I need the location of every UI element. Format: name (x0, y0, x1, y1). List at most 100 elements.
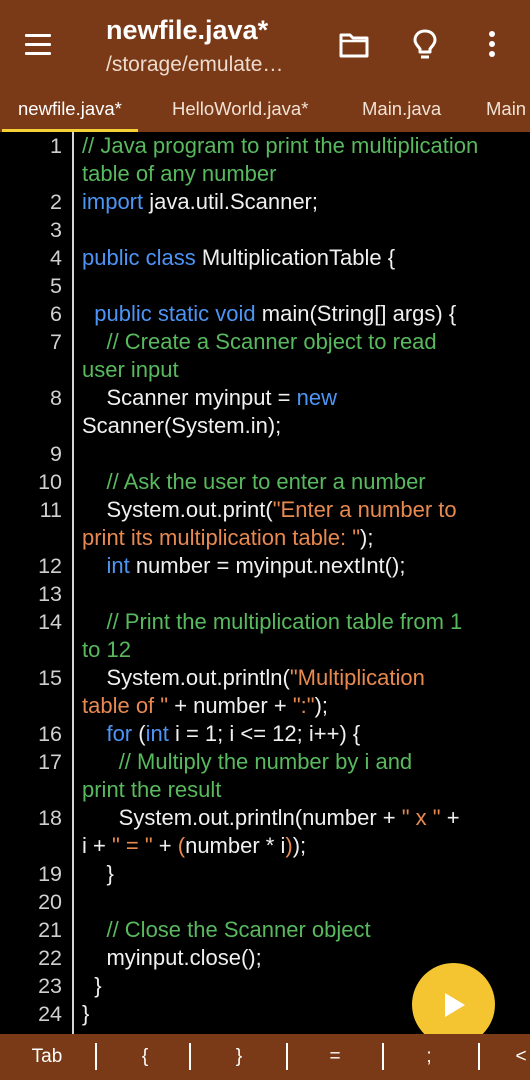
key-semicolon[interactable]: ; (426, 1046, 432, 1067)
code-token (82, 721, 106, 746)
code-token: // Ask the user to enter a number (106, 469, 426, 494)
key-separator (286, 1043, 288, 1070)
code-line[interactable]: user input (82, 356, 522, 384)
code-line[interactable]: System.out.print("Enter a number to (82, 496, 522, 524)
app-bar: newfile.java* /storage/emulate… (0, 0, 530, 88)
code-token: java.util.Scanner; (143, 189, 318, 214)
code-line[interactable]: // Multiply the number by i and (82, 748, 522, 776)
code-line[interactable]: import java.util.Scanner; (82, 188, 522, 216)
line-number: 18 (38, 806, 62, 830)
hamburger-menu-icon[interactable] (22, 30, 56, 58)
code-line[interactable]: print the result (82, 776, 522, 804)
line-number: 21 (38, 918, 62, 942)
code-token: Scanner myinput = (82, 385, 297, 410)
file-tab-bar: newfile.java* HelloWorld.java* Main.java… (0, 88, 530, 132)
code-token: " = " (111, 833, 153, 858)
line-number: 17 (38, 750, 62, 774)
code-token (82, 917, 106, 942)
tab-main-java[interactable]: Main.java (362, 98, 442, 119)
line-number: 10 (38, 470, 62, 494)
code-token: ( (177, 833, 186, 858)
code-token: table of any number (82, 161, 277, 186)
code-line[interactable]: public static void main(String[] args) { (82, 300, 522, 328)
code-line[interactable]: } (82, 972, 522, 1000)
code-token: // Print the multiplication table from 1 (106, 609, 463, 634)
code-token: "Enter a number to (272, 497, 457, 522)
code-token (82, 469, 106, 494)
code-token: print its multiplication table: " (82, 525, 361, 550)
code-line[interactable]: print its multiplication table: "); (82, 524, 522, 552)
key-separator (478, 1043, 480, 1070)
code-line[interactable]: public class MultiplicationTable { (82, 244, 522, 272)
folder-icon[interactable] (338, 26, 370, 62)
code-token: ); (360, 525, 374, 550)
code-token: } (82, 973, 102, 998)
code-token: } (82, 1001, 90, 1026)
code-line[interactable]: for (int i = 1; i <= 12; i++) { (82, 720, 522, 748)
code-token: table of " (82, 693, 169, 718)
code-line[interactable]: // Create a Scanner object to read (82, 328, 522, 356)
code-token (82, 609, 106, 634)
code-token (82, 553, 106, 578)
key-separator (189, 1043, 191, 1070)
code-line[interactable]: int number = myinput.nextInt(); (82, 552, 522, 580)
code-line[interactable]: table of any number (82, 160, 522, 188)
code-token: for (106, 721, 133, 746)
code-line[interactable]: } (82, 1000, 522, 1028)
key-equals[interactable]: = (329, 1046, 341, 1067)
code-line[interactable]: i + " = " + (number * i)); (82, 832, 522, 860)
line-number: 8 (50, 386, 62, 410)
line-number: 1 (50, 134, 62, 158)
code-line[interactable]: Scanner(System.in); (82, 412, 522, 440)
code-token: MultiplicationTable { (195, 245, 396, 270)
line-number: 2 (50, 190, 62, 214)
code-line[interactable]: System.out.println(number + " x " + (82, 804, 522, 832)
line-number: 19 (38, 862, 62, 886)
key-separator (95, 1043, 97, 1070)
code-line[interactable]: // Print the multiplication table from 1 (82, 608, 522, 636)
key-tab[interactable]: Tab (31, 1046, 63, 1067)
code-token: main(String[] args) { (255, 301, 457, 326)
line-number: 9 (50, 442, 62, 466)
code-token: // Close the Scanner object (106, 917, 371, 942)
code-token: number * i (185, 833, 286, 858)
code-token: ( (132, 721, 146, 746)
line-number: 11 (39, 498, 62, 522)
code-token: i + (82, 833, 112, 858)
code-token: // Java program to print the multiplicat… (82, 133, 479, 158)
key-less-than[interactable]: < (515, 1046, 527, 1067)
code-line[interactable]: // Close the Scanner object (82, 916, 522, 944)
line-number: 16 (38, 722, 62, 746)
tab-newfile-java[interactable]: newfile.java* (2, 88, 138, 132)
key-close-brace[interactable]: } (235, 1046, 243, 1067)
code-token: print the result (82, 777, 222, 802)
code-editor[interactable]: 1 // Java program to print the multiplica… (0, 132, 530, 1034)
code-line[interactable]: } (82, 860, 522, 888)
code-token: Scanner(System.in); (82, 413, 282, 438)
code-token: int (106, 553, 130, 578)
tab-helloworld-java[interactable]: HelloWorld.java* (172, 98, 309, 119)
code-token: + (152, 833, 178, 858)
file-title: newfile.java* (106, 15, 269, 45)
line-number: 7 (50, 330, 62, 354)
key-open-brace[interactable]: { (141, 1046, 149, 1067)
more-vert-icon[interactable] (483, 26, 501, 62)
line-number: 15 (38, 666, 62, 690)
line-number: 5 (50, 274, 62, 298)
code-line[interactable]: // Java program to print the multiplicat… (82, 132, 522, 160)
code-line[interactable]: // Ask the user to enter a number (82, 468, 522, 496)
code-token: + number + (168, 693, 293, 718)
code-line[interactable]: System.out.println("Multiplication (82, 664, 522, 692)
code-line[interactable]: Scanner myinput = new (82, 384, 522, 412)
line-number: 6 (50, 302, 62, 326)
code-token (82, 329, 106, 354)
code-line[interactable]: to 12 (82, 636, 522, 664)
code-line[interactable]: table of " + number + ":"); (82, 692, 522, 720)
code-line[interactable]: myinput.close(); (82, 944, 522, 972)
code-token (82, 301, 94, 326)
run-button[interactable] (412, 963, 495, 1046)
code-token: number = myinput.nextInt(); (129, 553, 406, 578)
lightbulb-icon[interactable] (410, 26, 440, 62)
code-token: int (145, 721, 169, 746)
tab-main[interactable]: Main (486, 98, 527, 119)
